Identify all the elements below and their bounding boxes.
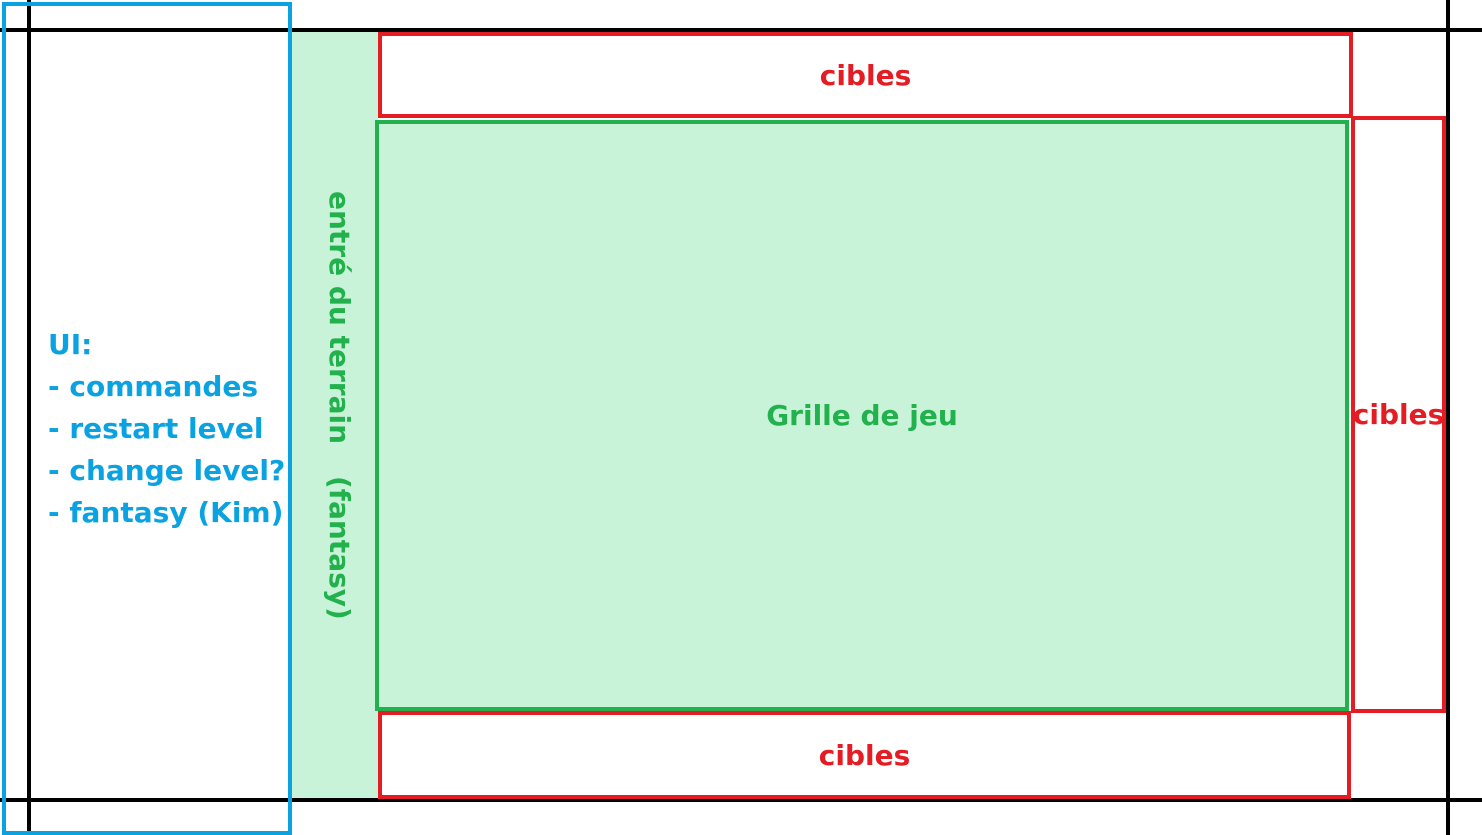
frame-line-top bbox=[0, 28, 1482, 32]
targets-bottom-label: cibles bbox=[818, 738, 911, 772]
ui-panel bbox=[2, 2, 292, 835]
terrain-entry-zone bbox=[292, 32, 378, 800]
targets-bottom: cibles bbox=[378, 711, 1351, 799]
game-grid: Grille de jeu bbox=[375, 120, 1349, 711]
frame-line-bottom bbox=[0, 798, 1482, 802]
frame-line-right bbox=[1446, 0, 1450, 835]
targets-top-label: cibles bbox=[819, 58, 912, 92]
frame-line-left bbox=[27, 0, 31, 835]
game-grid-label: Grille de jeu bbox=[766, 399, 958, 432]
targets-top: cibles bbox=[378, 32, 1353, 118]
entry-title: entré du terrain bbox=[323, 191, 356, 444]
ui-panel-label: UI: - commandes - restart level - change… bbox=[48, 328, 286, 529]
targets-right: cibles bbox=[1351, 116, 1446, 713]
targets-right-label: cibles bbox=[1352, 398, 1445, 431]
entry-subtitle: (fantasy) bbox=[323, 476, 356, 620]
